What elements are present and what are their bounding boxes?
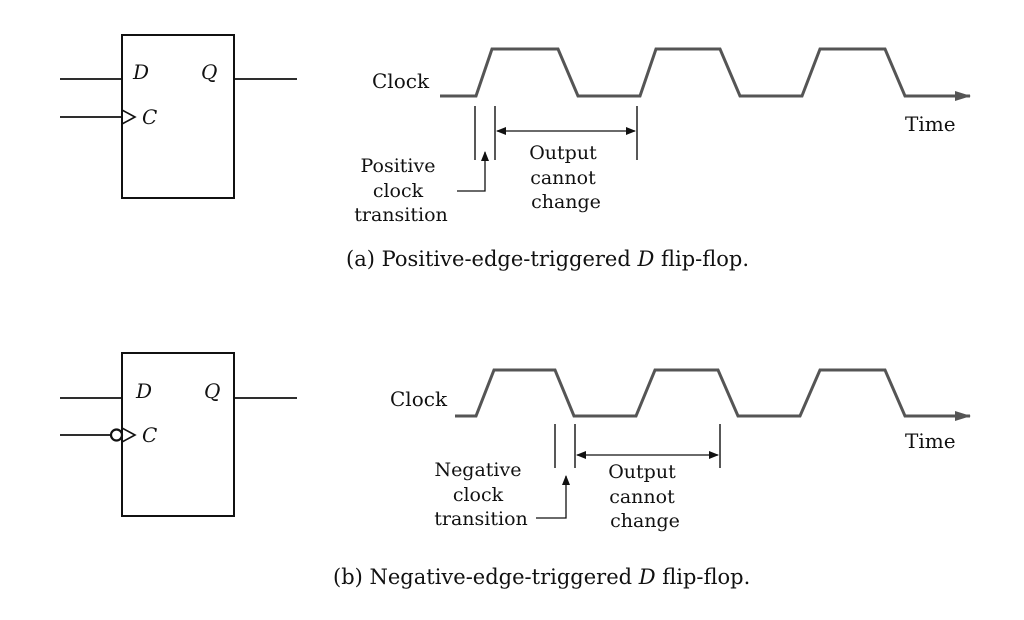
output-label-a-line3: change bbox=[531, 191, 601, 213]
caption-a-prefix: (a) Positive-edge-triggered bbox=[346, 247, 637, 271]
clock-triangle-icon bbox=[121, 109, 137, 125]
transition-label-b-line1: Negative bbox=[434, 459, 521, 481]
clock-waveform-a bbox=[440, 47, 955, 98]
flip-flop-b-box bbox=[121, 352, 235, 517]
clock-label-a: Clock bbox=[372, 69, 430, 93]
caption-b-italic: D bbox=[638, 565, 656, 589]
transition-label-b-line3: transition bbox=[434, 508, 528, 530]
transition-pointer-b bbox=[536, 475, 570, 519]
flip-flop-b-d-label: D bbox=[135, 379, 152, 403]
transition-label-a-line1: Positive bbox=[360, 155, 435, 177]
flip-flop-b-c-label: C bbox=[142, 423, 157, 447]
output-label-a-line2: cannot bbox=[530, 167, 596, 189]
transition-label-b-line2: clock bbox=[453, 484, 504, 506]
timing-diagram-b: Clock Time Negative clock transition Out… bbox=[390, 368, 971, 532]
caption-b-suffix: flip-flop. bbox=[656, 565, 751, 589]
flip-flop-b: D C Q bbox=[60, 352, 297, 517]
time-label-a: Time bbox=[905, 112, 956, 136]
transition-label-a: Positive clock transition bbox=[354, 155, 448, 226]
transition-label-a-line2: clock bbox=[373, 180, 424, 202]
caption-a-italic: D bbox=[636, 247, 654, 271]
caption-a: (a) Positive-edge-triggered D flip-flop. bbox=[346, 247, 749, 271]
caption-a-suffix: flip-flop. bbox=[654, 247, 749, 271]
clock-waveform-b bbox=[455, 368, 955, 418]
transition-label-a-line3: transition bbox=[354, 204, 448, 226]
output-label-a-line1: Output bbox=[529, 142, 597, 164]
clock-triangle-icon bbox=[121, 427, 137, 443]
flip-flop-a-d-label: D bbox=[132, 60, 149, 84]
transition-pointer-a bbox=[457, 151, 489, 192]
clock-label-b: Clock bbox=[390, 387, 448, 411]
flip-flop-a-c-label: C bbox=[142, 105, 157, 129]
flip-flop-a-q-label: Q bbox=[201, 60, 217, 84]
transition-label-b: Negative clock transition bbox=[434, 459, 528, 530]
flip-flop-a: D C Q bbox=[60, 34, 297, 199]
output-label-b-line2: cannot bbox=[609, 486, 675, 508]
output-label-b-line3: change bbox=[610, 510, 680, 532]
flip-flop-b-q-label: Q bbox=[204, 379, 220, 403]
timing-diagram-a: Clock Time Positive clock transition Out… bbox=[354, 47, 971, 226]
output-label-b: Output cannot change bbox=[608, 461, 682, 532]
time-label-b: Time bbox=[905, 429, 956, 453]
caption-b-prefix: (b) Negative-edge-triggered bbox=[333, 565, 639, 589]
inversion-bubble-icon bbox=[109, 428, 124, 442]
output-label-b-line1: Output bbox=[608, 461, 676, 483]
output-label-a: Output cannot change bbox=[529, 142, 603, 213]
caption-b: (b) Negative-edge-triggered D flip-flop. bbox=[333, 565, 750, 589]
